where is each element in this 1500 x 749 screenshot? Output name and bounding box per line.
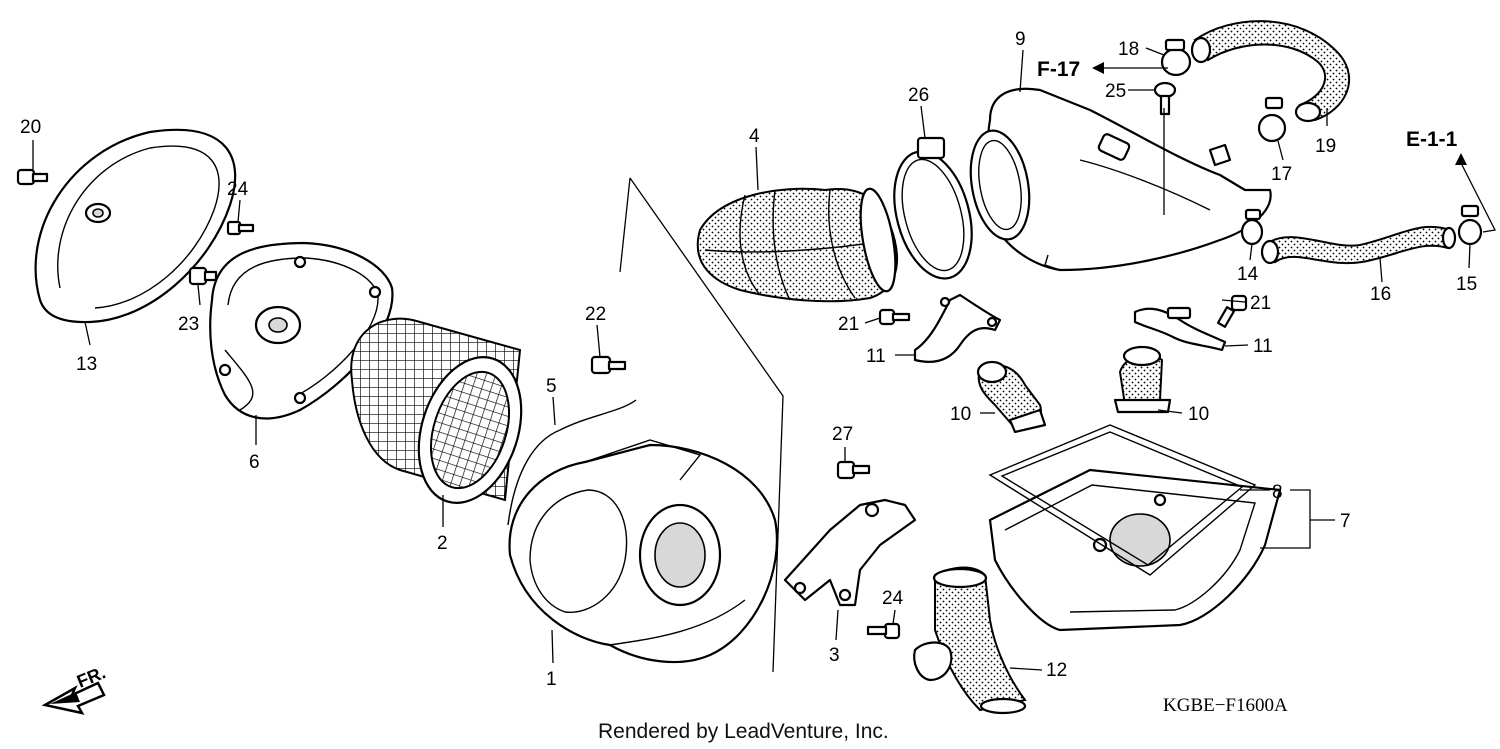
breather-hose-part-19 bbox=[1190, 20, 1351, 123]
callout-22: 22 bbox=[585, 304, 606, 325]
gasket-part-5 bbox=[507, 399, 637, 526]
clamp-part-14 bbox=[1240, 208, 1264, 246]
connecting-tube-part-10-left bbox=[976, 360, 1047, 434]
packing-part-8 bbox=[988, 424, 1257, 576]
callout-6: 6 bbox=[249, 452, 260, 473]
clamp-part-18 bbox=[1160, 38, 1192, 77]
air-cleaner-case-part-1 bbox=[508, 439, 779, 664]
bolt-part-22 bbox=[590, 355, 627, 375]
front-marker-label: FR. bbox=[74, 662, 108, 691]
bolt-part-24-lower bbox=[866, 622, 901, 640]
callout-11-left: 11 bbox=[866, 346, 886, 367]
front-direction-arrow-icon bbox=[41, 681, 106, 715]
callout-17: 17 bbox=[1271, 164, 1292, 185]
callout-3: 3 bbox=[829, 645, 840, 666]
bolt-part-21-right bbox=[1216, 294, 1248, 328]
connecting-tube-part-4 bbox=[696, 187, 899, 303]
lower-case-part-7 bbox=[988, 468, 1282, 632]
callout-12: 12 bbox=[1046, 660, 1067, 681]
callout-18: 18 bbox=[1118, 39, 1139, 60]
callout-16: 16 bbox=[1370, 284, 1391, 305]
leader-lines bbox=[32, 47, 1496, 671]
reference-label-e11: E-1-1 bbox=[1406, 128, 1458, 151]
drain-hose-part-16 bbox=[1260, 225, 1457, 265]
callout-10-right: 10 bbox=[1188, 404, 1209, 425]
band-part-11-right bbox=[1133, 306, 1227, 352]
callout-8: 8 bbox=[1272, 482, 1283, 503]
callout-9: 9 bbox=[1015, 29, 1026, 50]
bolt-part-21-left bbox=[878, 308, 911, 326]
band-part-11-left bbox=[913, 293, 1002, 363]
callout-26: 26 bbox=[908, 85, 929, 106]
callout-19: 19 bbox=[1315, 136, 1336, 157]
diagram-code: KGBE−F1600A bbox=[1163, 695, 1288, 716]
bolt-part-24-left bbox=[226, 220, 255, 236]
bolt-part-27 bbox=[836, 460, 871, 480]
callout-15: 15 bbox=[1456, 274, 1477, 295]
callout-4: 4 bbox=[749, 126, 760, 147]
callout-labels: 20 24 23 13 6 2 22 5 1 4 26 9 18 25 19 1… bbox=[20, 29, 1477, 690]
callout-10-left: 10 bbox=[950, 404, 971, 425]
air-filter-element-part-2 bbox=[350, 317, 523, 504]
callout-20: 20 bbox=[20, 117, 41, 138]
callout-27: 27 bbox=[832, 424, 853, 445]
callout-11-right: 11 bbox=[1253, 336, 1273, 357]
callout-24-lower: 24 bbox=[882, 588, 904, 609]
callout-1: 1 bbox=[546, 669, 557, 690]
intake-duct-part-12 bbox=[913, 566, 1027, 715]
bolt-part-23 bbox=[188, 266, 218, 286]
bolt-part-20 bbox=[16, 168, 49, 186]
callout-24-left: 24 bbox=[227, 179, 249, 200]
callout-25: 25 bbox=[1105, 81, 1126, 102]
callout-14: 14 bbox=[1237, 264, 1259, 285]
clamp-part-17 bbox=[1257, 96, 1287, 143]
air-cleaner-cover-part-9 bbox=[969, 87, 1272, 272]
callout-21-left: 21 bbox=[838, 314, 859, 335]
callout-7: 7 bbox=[1340, 511, 1351, 532]
tube-band-part-26 bbox=[893, 136, 973, 280]
credit-line: Rendered by LeadVenture, Inc. bbox=[598, 720, 889, 743]
callout-5: 5 bbox=[546, 376, 557, 397]
callout-21-right: 21 bbox=[1250, 293, 1271, 314]
reference-arrow-f17 bbox=[1092, 62, 1168, 74]
outer-cover-part-13 bbox=[34, 128, 237, 324]
screw-part-25 bbox=[1153, 81, 1177, 116]
callout-2: 2 bbox=[437, 533, 448, 554]
callout-23: 23 bbox=[178, 314, 199, 335]
callout-13: 13 bbox=[76, 354, 97, 375]
connecting-tube-part-10-right bbox=[1113, 345, 1172, 414]
stay-part-3 bbox=[783, 498, 917, 607]
reference-label-f17: F-17 bbox=[1037, 58, 1080, 81]
reference-arrow-e11 bbox=[1455, 153, 1467, 165]
clamp-part-15 bbox=[1457, 204, 1483, 246]
assembly-bracket-lines bbox=[619, 177, 784, 673]
